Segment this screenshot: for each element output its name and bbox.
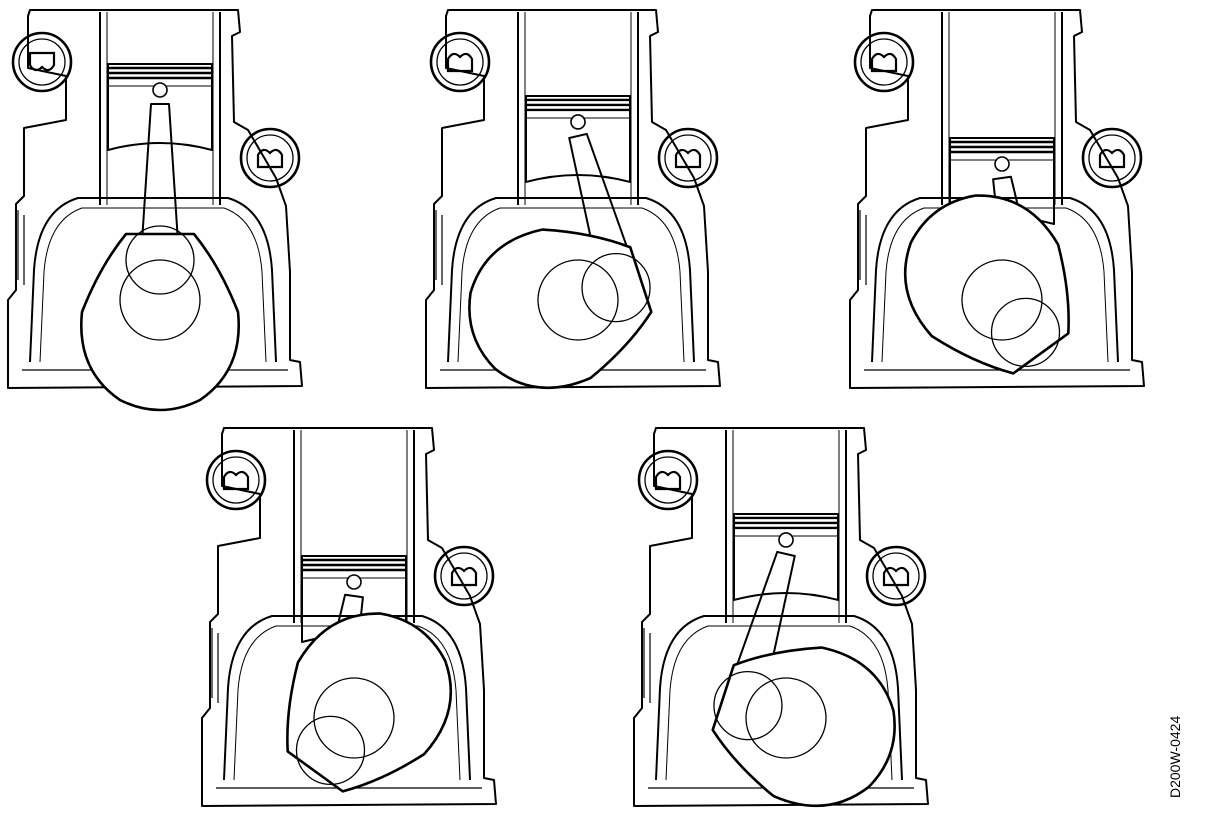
- coolant-lobe-lower: [433, 545, 495, 607]
- crankcase-inner-line: [457, 207, 685, 363]
- coolant-lobe-upper-passage: [870, 52, 898, 73]
- coolant-lobe-upper: [429, 31, 491, 93]
- coolant-lobe-lower-passage: [256, 148, 284, 169]
- side-rib: [643, 628, 651, 703]
- main-journal: [537, 259, 619, 341]
- coolant-lobe-lower-inner: [246, 134, 294, 182]
- coolant-lobe-lower-inner: [664, 134, 712, 182]
- wrist-pin: [994, 156, 1010, 172]
- block-outline: [7, 9, 303, 389]
- coolant-lobe-upper-passage: [654, 470, 682, 491]
- block-outline: [849, 9, 1145, 389]
- crank-web-group: [286, 612, 453, 793]
- coolant-lobe-upper-passage: [222, 470, 250, 491]
- crank-web-group: [903, 194, 1070, 375]
- coolant-lobe-lower: [239, 127, 301, 189]
- crankshaft-counterweight: [80, 232, 240, 412]
- crankshaft-counterweight: [711, 646, 896, 808]
- coolant-lobe-lower-passage: [674, 148, 702, 169]
- side-rib: [435, 210, 443, 285]
- crankcase-outline: [655, 615, 903, 781]
- coolant-lobe-upper: [637, 449, 699, 511]
- coolant-lobe-upper-inner: [644, 456, 692, 504]
- crank-pin: [295, 715, 366, 786]
- engine-panel-1: [7, 9, 303, 412]
- crankshaft-counterweight: [286, 612, 453, 793]
- coolant-lobe-lower-passage: [1098, 148, 1126, 169]
- crank-web-group: [80, 232, 240, 412]
- coolant-lobe-lower-passage: [450, 566, 478, 587]
- coolant-lobe-lower-inner: [440, 552, 488, 600]
- figure-reference-code: D200W-0424: [1167, 715, 1183, 798]
- engine-panel-2: [425, 9, 721, 390]
- crankcase-outline: [223, 615, 471, 781]
- coolant-lobe-upper-inner: [212, 456, 260, 504]
- main-journal: [961, 259, 1043, 341]
- wrist-pin: [346, 574, 362, 590]
- coolant-lobe-lower-passage: [882, 566, 910, 587]
- coolant-lobe-lower: [865, 545, 927, 607]
- piston: [733, 512, 839, 601]
- coolant-lobe-upper-inner: [18, 38, 66, 86]
- crank-pin: [713, 670, 783, 741]
- block-outline: [425, 9, 721, 389]
- coolant-lobe-lower-inner: [872, 552, 920, 600]
- crank-pin: [125, 225, 195, 295]
- side-rib: [859, 210, 867, 285]
- block-outline: [201, 427, 497, 807]
- block-outline: [633, 427, 929, 807]
- piston: [525, 94, 631, 183]
- coolant-lobe-upper-passage: [28, 51, 56, 72]
- engine-panel-3: [849, 9, 1145, 389]
- coolant-lobe-lower-inner: [1088, 134, 1136, 182]
- coolant-lobe-upper: [853, 31, 915, 93]
- engine-panel-4: [201, 427, 497, 807]
- main-journal: [313, 677, 395, 759]
- wrist-pin: [570, 114, 586, 130]
- coolant-lobe-lower: [1081, 127, 1143, 189]
- crankshaft-counterweight: [468, 228, 653, 390]
- side-rib: [17, 210, 25, 285]
- coolant-lobe-upper: [11, 31, 73, 93]
- crankshaft-counterweight: [903, 194, 1070, 375]
- crank-web-group: [711, 646, 896, 808]
- main-journal: [119, 259, 201, 341]
- side-rib: [211, 628, 219, 703]
- coolant-lobe-upper-inner: [436, 38, 484, 86]
- coolant-lobe-upper: [205, 449, 267, 511]
- engine-panel-5: [633, 427, 929, 808]
- crankcase-outline: [29, 197, 277, 363]
- main-journal: [745, 677, 827, 759]
- coolant-lobe-upper-inner: [860, 38, 908, 86]
- wrist-pin: [152, 82, 168, 98]
- connecting-rod: [141, 103, 179, 243]
- crankcase-inner-line: [39, 207, 267, 363]
- wrist-pin: [778, 532, 794, 548]
- crank-web-group: [468, 228, 653, 390]
- coolant-lobe-lower: [657, 127, 719, 189]
- crank-pin: [581, 252, 651, 323]
- coolant-lobe-upper-passage: [446, 52, 474, 73]
- piston: [107, 63, 213, 151]
- crank-pin: [990, 297, 1061, 368]
- crankcase-outline: [447, 197, 695, 363]
